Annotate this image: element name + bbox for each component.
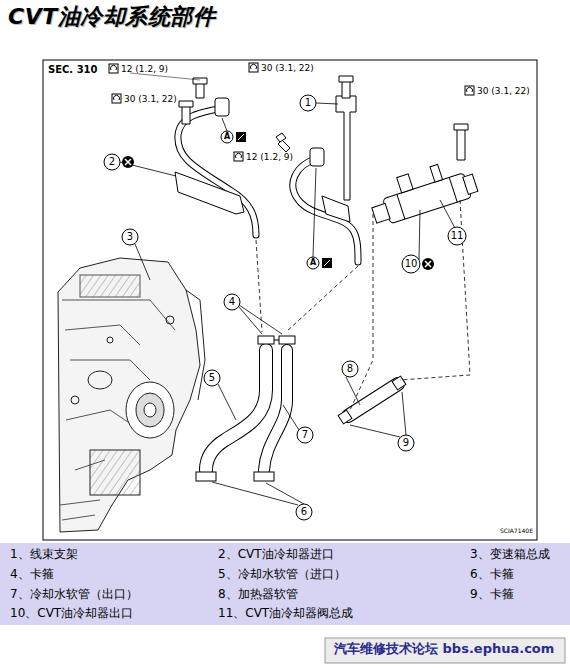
table-cell: 4、卡箍 <box>10 568 54 582</box>
drawing-frame <box>43 60 537 540</box>
legend-band <box>0 543 570 625</box>
symbol-letter: A <box>224 132 230 141</box>
table-cell: 7、冷却水软管（出口） <box>10 588 138 602</box>
figure-code: SCIA7140E <box>500 528 533 535</box>
table-cell: 2、CVT油冷却器进口 <box>218 548 334 562</box>
symbols <box>109 63 474 270</box>
table-cell: 3、变速箱总成 <box>470 548 550 562</box>
hardware <box>175 76 479 481</box>
torque-spec: 30 (3.1, 22) <box>477 86 530 96</box>
table-cell: 1、线束支架 <box>10 548 78 562</box>
table-cell: 9、卡箍 <box>470 588 514 602</box>
table-cell: 5、冷却水软管（进口） <box>218 568 346 582</box>
callout-number: 7 <box>302 429 308 441</box>
table-cell: 6、卡箍 <box>470 568 514 582</box>
torque-spec: 12 (1.2, 9) <box>246 152 293 162</box>
section-label: SEC. 310 <box>48 64 98 76</box>
callout-number: 9 <box>403 437 409 449</box>
callout-circles <box>104 95 466 520</box>
callout-number: 6 <box>301 506 307 518</box>
callout-number: 11 <box>451 230 464 242</box>
callout-number: 2 <box>109 156 115 168</box>
callout-number: 4 <box>229 296 235 308</box>
page-title: CVT油冷却系统部件 <box>8 4 215 29</box>
leader-lines <box>120 73 470 505</box>
watermark: 汽车维修技术论坛 bbs.ephua.com <box>334 642 554 657</box>
callout-number: 5 <box>209 372 215 384</box>
torque-spec: 30 (3.1, 22) <box>124 94 177 104</box>
symbol-letter: A <box>310 258 316 267</box>
callout-number: 1 <box>305 97 311 109</box>
transmission-drawing <box>58 258 205 532</box>
torque-spec: 30 (3.1, 22) <box>261 63 314 73</box>
table-cell: 11、CVT油冷却器阀总成 <box>218 607 353 621</box>
pipes <box>178 108 398 470</box>
callout-number: 10 <box>405 258 418 270</box>
callout-number: 8 <box>347 363 353 375</box>
table-cell: 8、加热器软管 <box>218 588 298 602</box>
torque-spec: 12 (1.2, 9) <box>121 64 168 74</box>
callout-number: 3 <box>127 231 133 243</box>
watermark-box <box>325 638 565 663</box>
table-cell: 10、CVT油冷却器出口 <box>10 607 133 621</box>
